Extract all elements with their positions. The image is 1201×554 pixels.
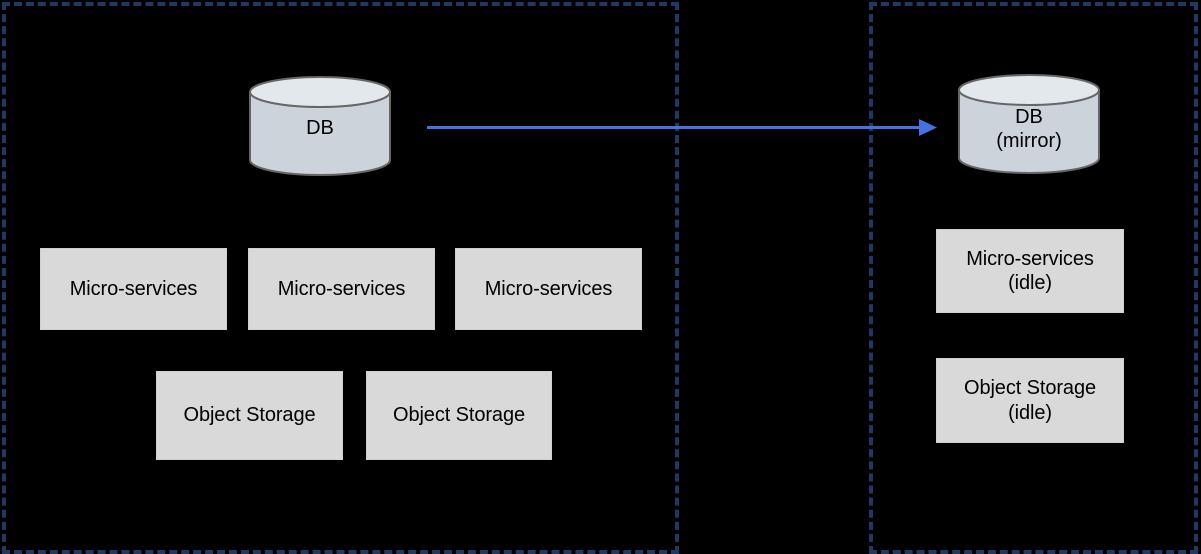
mirror-db-cylinder-shape <box>958 74 1100 174</box>
secondary-site-region <box>869 2 1198 554</box>
primary-object-storage-box-2[interactable]: Object Storage <box>366 371 552 460</box>
secondary-object-storage-idle-box[interactable]: Object Storage (idle) <box>936 358 1124 443</box>
primary-db-cylinder-shape <box>249 76 391 176</box>
primary-object-storage-box-1[interactable]: Object Storage <box>156 371 343 460</box>
primary-microservice-box-2[interactable]: Micro-services <box>248 248 435 330</box>
primary-microservice-box-1[interactable]: Micro-services <box>40 248 227 330</box>
secondary-microservice-idle-box[interactable]: Micro-services (idle) <box>936 229 1124 313</box>
primary-db-cylinder[interactable]: DB <box>249 76 391 176</box>
primary-site-region <box>2 2 679 554</box>
mirror-db-cylinder[interactable]: DB (mirror) <box>958 74 1100 174</box>
primary-microservice-box-3[interactable]: Micro-services <box>455 248 642 330</box>
